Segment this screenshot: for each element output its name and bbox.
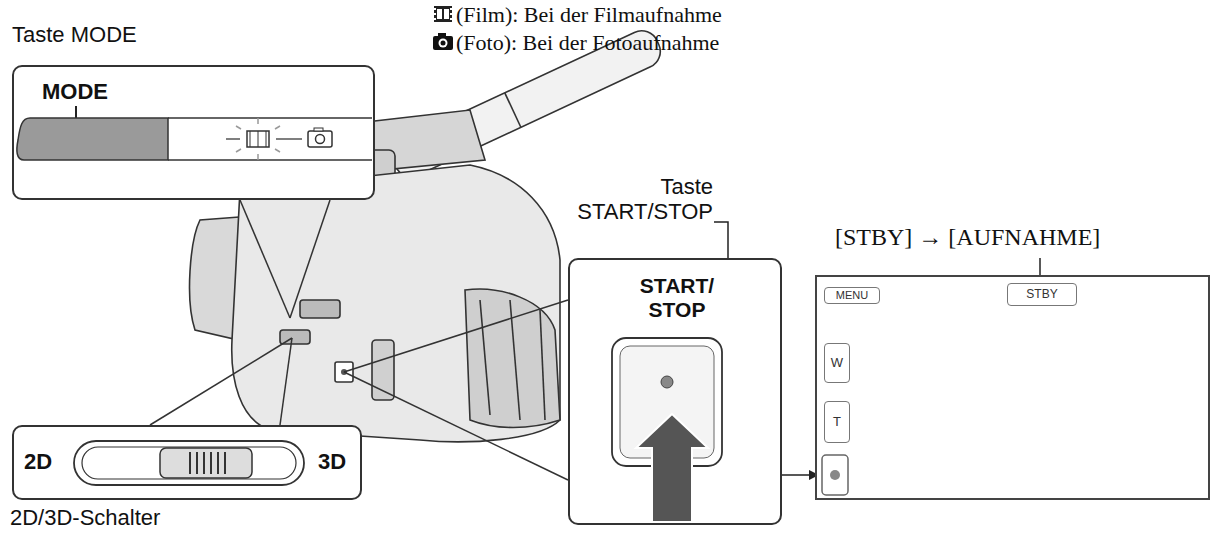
camera-icon	[433, 33, 453, 50]
button-name: START/ STOP	[632, 274, 722, 322]
switch-position: 2D	[24, 449, 52, 474]
2d-3d-switch	[74, 441, 304, 485]
mode-button	[17, 106, 372, 160]
mode-note: (Film): Bei der Filmaufnahme	[456, 2, 722, 27]
part-name: Taste MODE	[12, 22, 137, 47]
part-name: Taste START/STOP	[553, 174, 713, 225]
part-name: 2D/3D-Schalter	[10, 505, 160, 530]
status-change: [STBY] → [AUFNAHME]	[835, 224, 1100, 252]
button-label: W	[831, 356, 843, 371]
button-label: T	[833, 415, 841, 430]
record-button	[822, 455, 848, 495]
start-stop-button	[612, 338, 722, 522]
button-label: STBY	[1026, 288, 1057, 302]
callout-ground	[12, 425, 362, 500]
callout-box: 2D 3D	[12, 425, 362, 500]
callout-box: START/ STOP	[568, 258, 782, 525]
screen-ground	[815, 275, 1210, 500]
film-icon	[434, 6, 452, 22]
mode-note: (Foto): Bei der Fotoaufnahme	[456, 30, 719, 55]
button-name: MODE	[42, 79, 108, 104]
switch-position: 3D	[318, 449, 346, 474]
callout-ground	[12, 65, 375, 200]
menu-button: MENU	[824, 287, 880, 304]
callout-box: MODE	[12, 65, 375, 200]
button-label: MENU	[836, 289, 868, 302]
status-indicator: STBY	[1007, 283, 1077, 306]
zoom-button: T	[824, 401, 850, 443]
lcd-screen: MENU STBY W T	[815, 275, 1210, 500]
zoom-button: W	[824, 343, 850, 383]
callout-ground	[568, 258, 782, 525]
